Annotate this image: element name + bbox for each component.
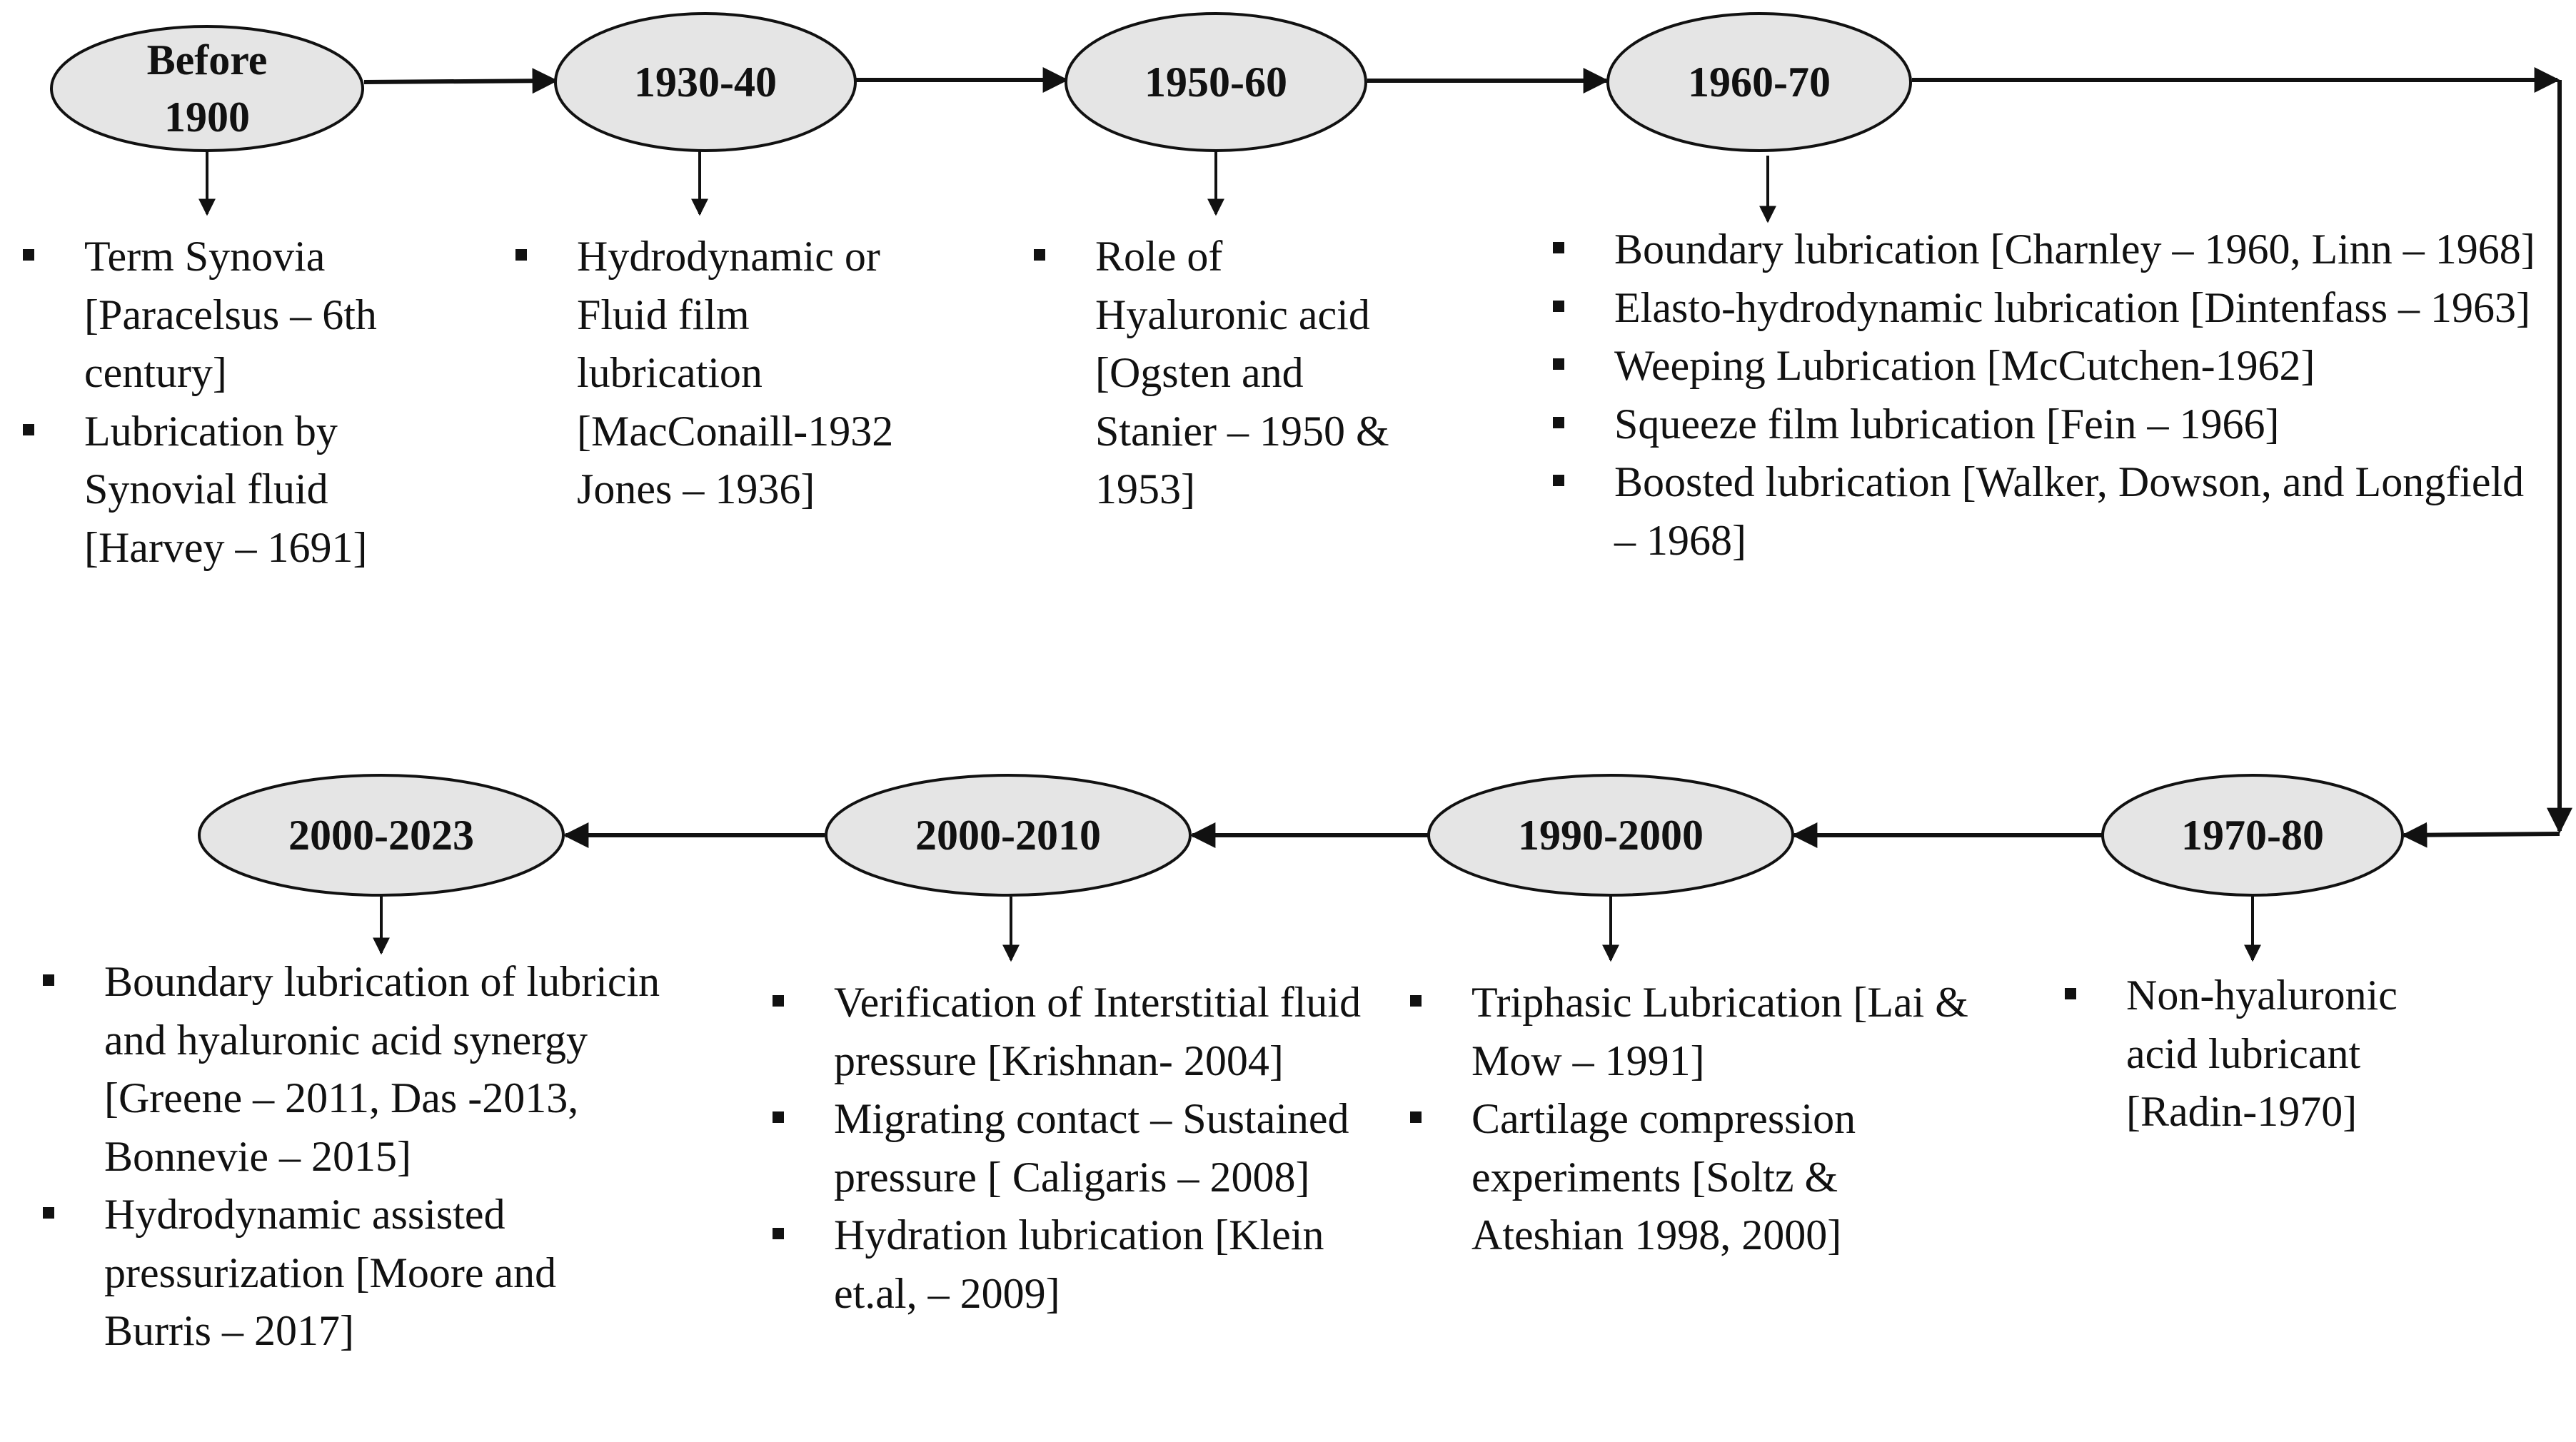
arrow-to-1970 xyxy=(2401,822,2560,848)
bullet-list-1990-2000: Triphasic Lubrication [Lai & Mow – 1991]… xyxy=(1410,974,1996,1265)
bullet-item: Non-hyaluronic acid lubricant [Radin-197… xyxy=(2065,967,2436,1141)
node-oval-1960-70 xyxy=(1606,12,1912,152)
node-label-1950-60: 1950-60 xyxy=(1144,59,1287,106)
bullet-item: Role of Hyaluronic acid [Ogsten and Stan… xyxy=(1034,228,1398,519)
bullet-item: Elasto-hydrodynamic lubrication [Dintenf… xyxy=(1553,279,2549,338)
bullet-list-before-1900: Term Synovia [Paracelsus – 6th century] … xyxy=(23,228,423,577)
node-label-1930-40: 1930-40 xyxy=(634,59,777,106)
bullet-item: Boundary lubrication of lubricin and hya… xyxy=(43,953,671,1186)
bullet-item: Triphasic Lubrication [Lai & Mow – 1991] xyxy=(1410,974,1996,1090)
node-label-before-1900: Before 1900 xyxy=(146,36,268,141)
arrow-before1900-to-1930 xyxy=(363,68,558,94)
bullet-list-1960-70: Boundary lubrication [Charnley – 1960, L… xyxy=(1553,221,2549,570)
node-oval-1990-2000 xyxy=(1427,774,1794,897)
node-oval-1950-60 xyxy=(1065,12,1367,152)
bullet-item: Verification of Interstitial fluid press… xyxy=(773,974,1372,1090)
node-oval-1970-80 xyxy=(2101,774,2404,897)
bullet-item: Term Synovia [Paracelsus – 6th century] xyxy=(23,228,423,403)
node-label-2000-2010: 2000-2010 xyxy=(915,812,1101,859)
bullet-item: Boundary lubrication [Charnley – 1960, L… xyxy=(1553,221,2549,279)
bullet-item: Boosted lubrication [Walker, Dowson, and… xyxy=(1553,453,2549,570)
bullet-list-1970-80: Non-hyaluronic acid lubricant [Radin-197… xyxy=(2065,967,2436,1141)
bullet-list-2000-2010: Verification of Interstitial fluid press… xyxy=(773,974,1372,1323)
bullet-item: Hydrodynamic assisted pressurization [Mo… xyxy=(43,1186,671,1361)
bullet-item: Hydration lubrication [Klein et.al, – 20… xyxy=(773,1206,1372,1323)
node-label-2000-2023: 2000-2023 xyxy=(288,812,474,859)
bullet-list-1930-40: Hydrodynamic or Fluid film lubrication [… xyxy=(515,228,901,519)
bullet-list-1950-60: Role of Hyaluronic acid [Ogsten and Stan… xyxy=(1034,228,1398,519)
bullet-item: Lubrication by Synovial fluid [Harvey – … xyxy=(23,403,423,578)
bullet-list-2000-2023: Boundary lubrication of lubricin and hya… xyxy=(43,953,671,1361)
bullet-item: Weeping Lubrication [McCutchen-1962] xyxy=(1553,337,2549,395)
bullet-item: Migrating contact – Sustained pressure [… xyxy=(773,1090,1372,1206)
node-oval-2000-2023 xyxy=(198,774,565,897)
bullet-item: Squeeze film lubrication [Fein – 1966] xyxy=(1553,395,2549,454)
bullet-item: Hydrodynamic or Fluid film lubrication [… xyxy=(515,228,901,519)
node-oval-before-1900 xyxy=(50,25,364,152)
bullet-item: Cartilage compression experiments [Soltz… xyxy=(1410,1090,1996,1265)
node-oval-2000-2010 xyxy=(825,774,1192,897)
node-label-1990-2000: 1990-2000 xyxy=(1518,812,1704,859)
node-label-1970-80: 1970-80 xyxy=(2181,812,2324,859)
node-label-1960-70: 1960-70 xyxy=(1688,59,1831,106)
node-oval-1930-40 xyxy=(554,12,857,152)
